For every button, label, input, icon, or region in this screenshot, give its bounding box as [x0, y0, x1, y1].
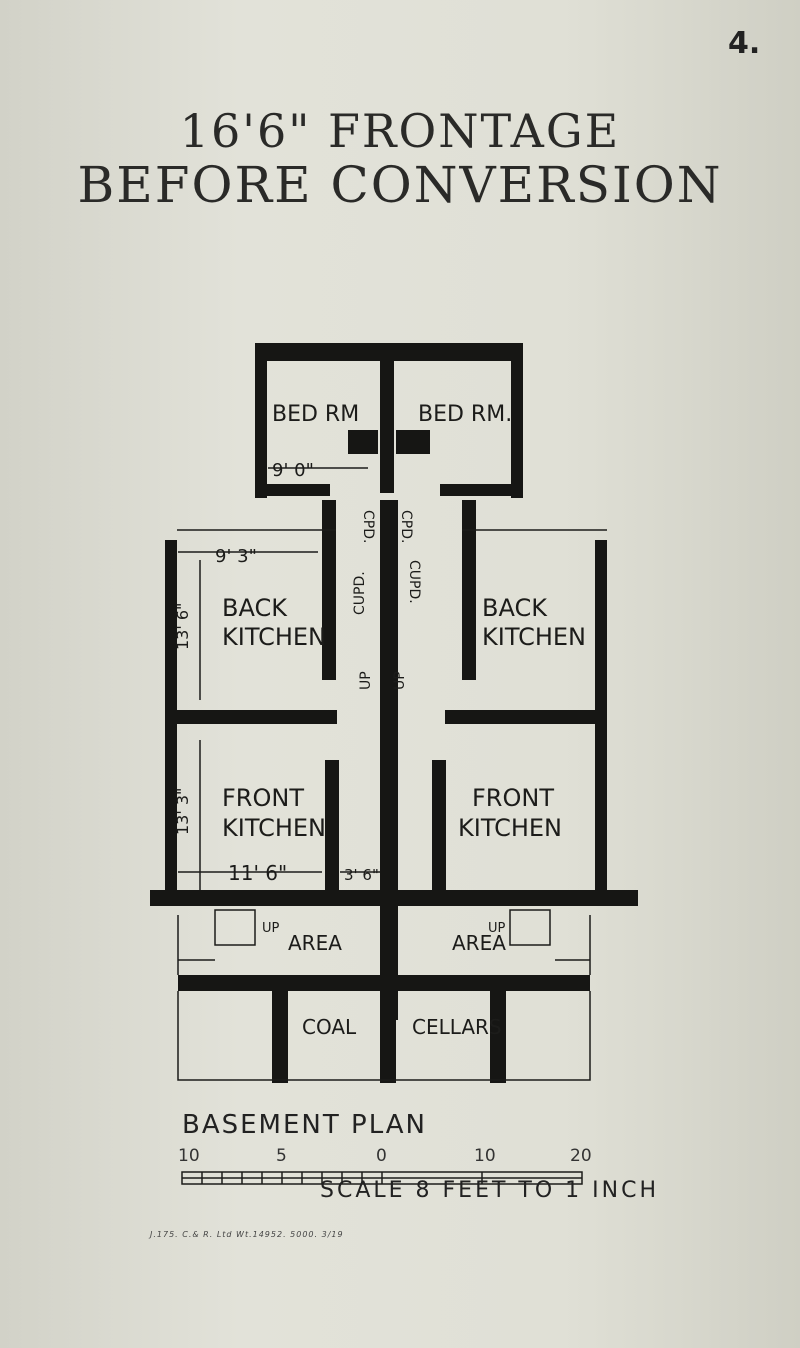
bk-left-inner: [322, 500, 336, 680]
div-wall-left: [165, 710, 337, 724]
label-bk-left-2: KITCHEN: [222, 623, 326, 651]
fk-right-outer: [595, 724, 607, 904]
scale-tick-10: 10: [474, 1146, 496, 1166]
bk-right-outer: [595, 540, 607, 725]
bed-left-wall: [255, 343, 267, 498]
page-mark: 4.: [728, 26, 761, 61]
title-before-conversion: BEFORE CONVERSION: [77, 156, 723, 214]
scale-caption: SCALE 8 FEET TO 1 INCH: [320, 1178, 659, 1203]
label-fk-width: 11' 6": [228, 861, 287, 885]
label-up-left: UP: [358, 671, 374, 690]
label-cupd-right: CUPD.: [406, 560, 422, 604]
fk-right-inner: [432, 760, 446, 890]
cellar-outline: [177, 991, 591, 1081]
bed-left-lower: [255, 484, 330, 496]
scale-tick-20: 20: [570, 1146, 592, 1166]
label-bk-right-1: BACK: [482, 594, 548, 622]
chimney-left: [348, 430, 378, 454]
div-wall-right: [445, 710, 607, 724]
label-fk-left-1: FRONT: [222, 784, 304, 812]
bed-right-lower: [440, 484, 523, 496]
cellar-part-3: [490, 991, 506, 1083]
label-passage-width: 3' 6": [344, 866, 379, 884]
spine-upper: [380, 343, 394, 493]
label-fk-depth: 13' 3": [173, 788, 192, 835]
scale-bar-ticks: [182, 1172, 582, 1184]
bk-left-outer: [165, 540, 177, 725]
label-up-area-right: UP: [488, 921, 506, 936]
front-wall-left: [150, 890, 395, 906]
title-frontage: 16'6" FRONTAGE: [179, 104, 621, 158]
spine-main: [380, 500, 398, 1020]
bed-right-wall: [511, 343, 523, 498]
label-fk-right-1: FRONT: [472, 784, 554, 812]
label-bed-left: BED RM: [272, 402, 359, 427]
label-area-left: AREA: [288, 931, 342, 955]
steps-right: [509, 909, 551, 946]
label-bk-right-2: KITCHEN: [482, 623, 586, 651]
label-bed-right: BED RM.: [418, 402, 512, 427]
printer-note: J.175. C.& R. Ltd Wt.14952. 5000. 3/19: [150, 1230, 344, 1239]
steps-left: [214, 909, 256, 946]
plan-title: BASEMENT PLAN: [182, 1110, 428, 1140]
label-cellars: CELLARS: [412, 1015, 502, 1039]
label-cupd-left: CUPD.: [352, 571, 368, 615]
label-fk-left-2: KITCHEN: [222, 814, 326, 842]
label-bk-left-1: BACK: [222, 594, 288, 622]
front-wall-right: [398, 890, 638, 906]
scale-tick-0: 0: [376, 1146, 387, 1166]
label-cpd-left: CPD.: [360, 510, 376, 543]
scale-tick-10-left: 10: [178, 1146, 200, 1166]
vault-wall: [178, 975, 590, 991]
label-up-area-left: UP: [262, 921, 280, 936]
label-coal: COAL: [302, 1015, 357, 1039]
label-fk-right-2: KITCHEN: [458, 814, 562, 842]
label-bed-width: 9' 0": [272, 460, 314, 481]
cellar-part-1: [272, 991, 288, 1083]
label-bk-width: 9' 3": [215, 546, 257, 567]
label-cpd-right: CPD.: [398, 510, 414, 543]
fk-left-inner: [325, 760, 339, 890]
scale-tick-5: 5: [276, 1146, 287, 1166]
label-up-mid: UP: [392, 671, 408, 690]
chimney-right: [396, 430, 430, 454]
cellar-part-2: [380, 991, 396, 1083]
label-area-right: AREA: [452, 931, 506, 955]
label-bk-depth: 13' 6": [173, 603, 192, 650]
bk-right-inner: [462, 500, 476, 680]
fk-left-outer: [165, 724, 177, 904]
